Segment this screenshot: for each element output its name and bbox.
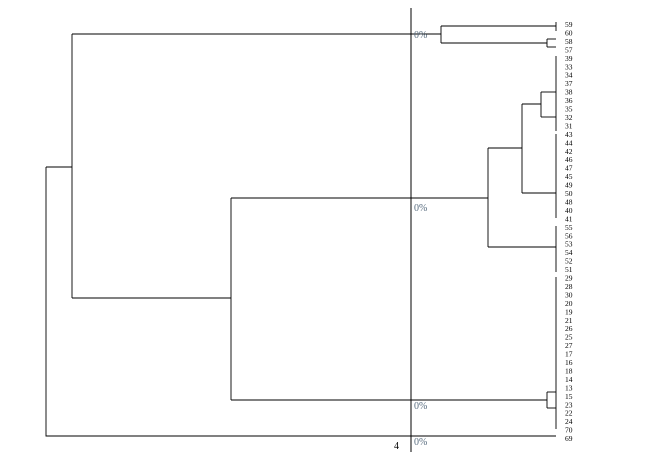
leaf-label: 48 <box>565 197 573 206</box>
leaf-label: 60 <box>565 28 573 37</box>
leaf-label: 27 <box>565 341 573 350</box>
leaf-label: 70 <box>565 426 573 435</box>
leaf-label: 23 <box>565 400 573 409</box>
percent-label: 0% <box>414 30 427 41</box>
percent-label: 0% <box>414 401 427 412</box>
leaf-label: 43 <box>565 130 573 139</box>
leaf-label: 47 <box>565 164 573 173</box>
leaf-label: 38 <box>565 88 573 97</box>
leaf-label: 46 <box>565 155 573 164</box>
leaf-label: 13 <box>565 383 573 392</box>
leaf-label: 32 <box>565 113 573 122</box>
leaf-label: 17 <box>565 350 573 359</box>
scale-label: 4 <box>394 441 399 452</box>
leaf-label: 28 <box>565 282 573 291</box>
leaf-label: 52 <box>565 257 573 266</box>
leaf-label: 19 <box>565 307 573 316</box>
leaf-label: 58 <box>565 37 573 46</box>
root-branch <box>45 167 556 437</box>
leaf-label: 51 <box>565 265 573 274</box>
leaf-label: 59 <box>565 20 573 29</box>
leaf-label: 34 <box>565 71 573 80</box>
leaf-label: 39 <box>565 54 573 63</box>
leaf-label: 57 <box>565 45 573 54</box>
leaf-label: 55 <box>565 223 573 232</box>
leaf-label: 20 <box>565 299 573 308</box>
leaf-label: 33 <box>565 62 573 71</box>
leaf-label: 26 <box>565 324 573 333</box>
leaf-label: 53 <box>565 240 573 249</box>
leaf-label: 16 <box>565 358 573 367</box>
leaf-label: 18 <box>565 366 573 375</box>
leaf-label: 25 <box>565 333 573 342</box>
leaf-label: 56 <box>565 231 573 240</box>
leaf-label: 14 <box>565 375 573 384</box>
leaf-label: 69 <box>565 434 573 443</box>
leaf-label: 36 <box>565 96 573 105</box>
leaf-label: 21 <box>565 316 573 325</box>
percent-label: 0% <box>414 437 427 448</box>
leaf-label: 45 <box>565 172 573 181</box>
leaf-label: 37 <box>565 79 573 88</box>
leaf-label: 31 <box>565 121 573 130</box>
leaf-label: 44 <box>565 138 573 147</box>
leaf-label: 42 <box>565 147 573 156</box>
leaf-labels: 5960585739333437383635323143444246474549… <box>565 20 573 443</box>
leaf-label: 41 <box>565 214 573 223</box>
percent-labels: 0% 0% 0% 0% <box>414 30 427 448</box>
leaf-label: 24 <box>565 417 573 426</box>
leaf-label: 29 <box>565 274 573 283</box>
leaf-label: 50 <box>565 189 573 198</box>
leaf-label: 35 <box>565 105 573 114</box>
branches <box>45 22 557 437</box>
leaf-label: 30 <box>565 290 573 299</box>
leaf-label: 15 <box>565 392 573 401</box>
leaf-label: 54 <box>565 248 573 257</box>
percent-label: 0% <box>414 203 427 214</box>
leaf-label: 22 <box>565 409 573 418</box>
leaf-label: 40 <box>565 206 573 215</box>
leaf-label: 49 <box>565 181 573 190</box>
